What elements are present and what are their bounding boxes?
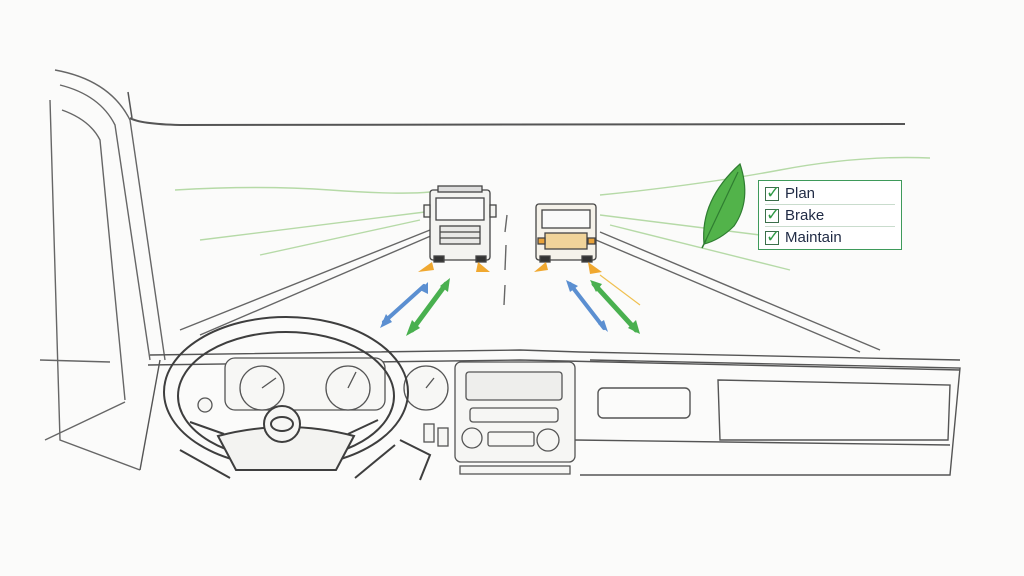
gauge-icon bbox=[197, 357, 449, 413]
left-distance-arrows bbox=[380, 278, 450, 336]
left-door-frame bbox=[39, 69, 166, 471]
checklist-item-plan: Plan bbox=[765, 183, 895, 205]
checklist-label: Plan bbox=[785, 185, 816, 202]
steering-wheel-icon bbox=[163, 316, 432, 481]
road-lines bbox=[179, 214, 881, 353]
checkbox-checked-icon bbox=[765, 205, 780, 225]
windshield-top-frame bbox=[129, 117, 906, 127]
checkbox-checked-icon bbox=[765, 227, 780, 247]
orange-arrows bbox=[418, 262, 602, 274]
checkbox-checked-icon bbox=[765, 183, 780, 203]
center-console bbox=[423, 361, 576, 475]
right-distance-arrows bbox=[566, 280, 640, 334]
checklist-item-brake: Brake bbox=[765, 205, 895, 227]
horizon-lines bbox=[174, 156, 931, 271]
checklist-label: Brake bbox=[785, 207, 825, 224]
leaf-icon bbox=[701, 162, 746, 249]
left-truck bbox=[423, 185, 497, 263]
checklist-panel: Plan Brake Maintain bbox=[758, 180, 902, 250]
right-truck bbox=[535, 203, 597, 263]
checklist-label: Maintain bbox=[785, 229, 842, 246]
checklist-item-maintain: Maintain bbox=[765, 227, 895, 248]
